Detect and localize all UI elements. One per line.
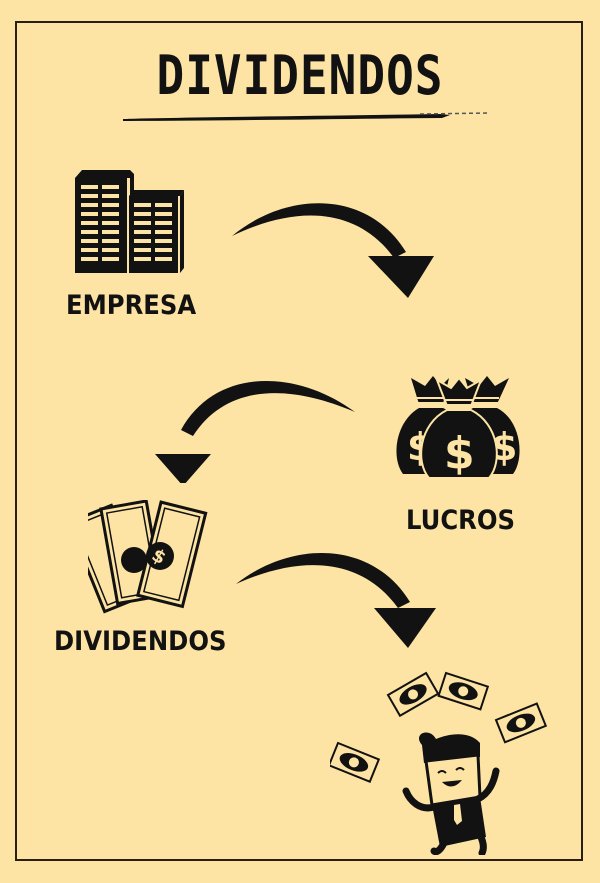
label-lucros: LUCROS xyxy=(406,505,516,536)
svg-text:$: $ xyxy=(444,428,475,479)
label-dividendos: DIVIDENDOS xyxy=(54,626,227,657)
title-underline xyxy=(123,112,491,121)
happy-investor-juggling-money-icon xyxy=(330,671,548,855)
curved-arrow-right-icon xyxy=(232,203,434,298)
banknotes-fan-icon: $ xyxy=(88,500,208,614)
investor-figure xyxy=(402,732,500,855)
office-buildings-icon xyxy=(75,170,184,273)
curved-arrow-right-icon-2 xyxy=(236,552,436,648)
page-title: DIVIDENDOS xyxy=(156,43,444,107)
flying-banknote-icon xyxy=(330,671,548,784)
label-empresa: EMPRESA xyxy=(66,290,197,321)
curved-arrow-left-icon xyxy=(155,380,355,483)
poster-frame xyxy=(15,21,583,861)
money-bags-icon: $ $ $ xyxy=(396,376,520,479)
